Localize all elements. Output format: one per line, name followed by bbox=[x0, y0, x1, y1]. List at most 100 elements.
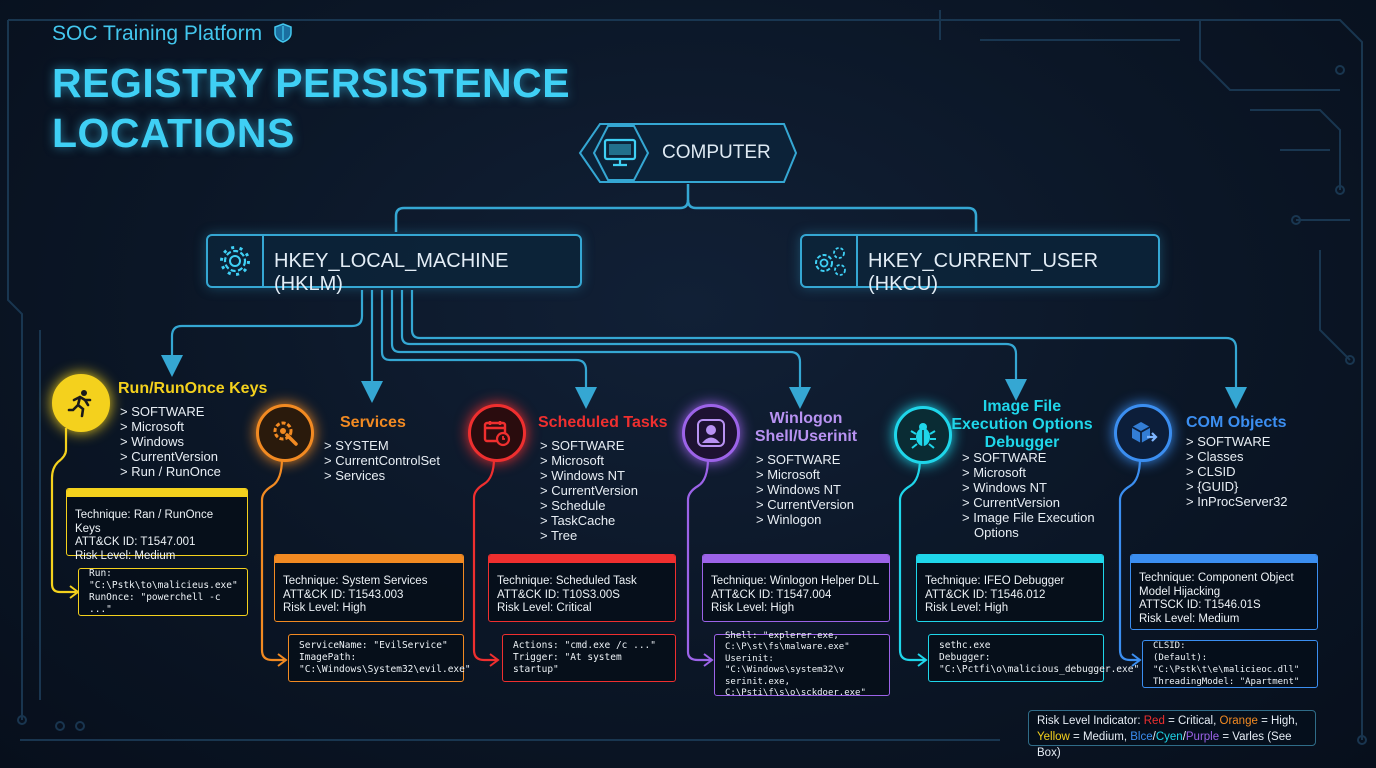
risk-level: Risk Level: High bbox=[283, 602, 367, 614]
path-segment: Windows bbox=[120, 434, 221, 449]
page-title-line-1: REGISTRY PERSISTENCE bbox=[52, 60, 571, 106]
example-line: Shell: "explerer.exe, bbox=[725, 630, 839, 641]
hklm-node: HKEY_LOCAL_MACHINE (HKLM) bbox=[206, 234, 582, 295]
gear-wrench-icon bbox=[256, 404, 314, 462]
legend-yellow-text: = Medium, bbox=[1073, 731, 1128, 743]
risk-level: Risk Level: Medium bbox=[75, 549, 176, 562]
location-title: Services bbox=[340, 414, 406, 431]
path-segment: Image File Execution Options bbox=[962, 510, 1108, 540]
technique-name: Technique: System Services bbox=[283, 575, 428, 587]
path-segment: CurrentControlSet bbox=[324, 453, 440, 468]
example-line: Debugger: bbox=[939, 652, 991, 663]
risk-level: Risk Level: High bbox=[711, 602, 795, 614]
example-line: ThreadingModel: "Apartment" bbox=[1153, 677, 1300, 687]
registry-path: SOFTWARE Classes CLSID {GUID} InProcServ… bbox=[1186, 434, 1288, 509]
calendar-clock-icon bbox=[468, 404, 526, 462]
page-title-line-2: LOCATIONS bbox=[52, 110, 295, 156]
technique-name: Technique: Winlogon Helper DLL bbox=[711, 575, 880, 587]
legend-orange: Orange bbox=[1219, 715, 1258, 727]
attack-id: ATT&CK ID: T1546.012 bbox=[925, 588, 1046, 601]
example-line: Actions: "cmd.exe /c ..." bbox=[513, 640, 656, 651]
path-segment: SOFTWARE bbox=[1186, 434, 1288, 449]
technique-name: Technique: IFEO Debugger bbox=[925, 575, 1065, 587]
example-box: Shell: "explerer.exe, C:\P\st\fs\malware… bbox=[714, 630, 890, 698]
example-box: ServiceName: "EvilService" ImagePath: "C… bbox=[288, 634, 471, 682]
legend-orange-text: = High, bbox=[1261, 715, 1298, 727]
path-segment: Windows NT bbox=[540, 468, 638, 483]
registry-path: SOFTWARE Microsoft Windows NT CurrentVer… bbox=[756, 452, 854, 527]
location-title: COM Objects bbox=[1186, 414, 1287, 431]
monitor-icon bbox=[603, 138, 637, 167]
path-segment: CurrentVersion bbox=[756, 497, 854, 512]
attack-id: ATT&CK ID: T10S3.00S bbox=[497, 588, 620, 601]
registry-path: SOFTWARE Microsoft Windows CurrentVersio… bbox=[120, 404, 221, 479]
example-line: ServiceName: "EvilService" bbox=[299, 640, 448, 651]
technique-name: Technique: Component Object Model Hijack… bbox=[1139, 572, 1294, 598]
shield-icon bbox=[274, 23, 292, 43]
example-box: sethc.exe Debugger: "C:\Pctfi\o\maliciou… bbox=[928, 634, 1140, 682]
example-line: C:\P\st\fs\malware.exe" bbox=[725, 642, 850, 652]
path-segment: Schedule bbox=[540, 498, 638, 513]
path-segment: Classes bbox=[1186, 449, 1288, 464]
bug-icon bbox=[894, 406, 952, 464]
example-line: RunOnce: "powerchell -c ..." bbox=[89, 592, 227, 615]
example-line: "C:\Windows\System32\evil.exe" bbox=[299, 664, 471, 675]
example-line: sethc.exe bbox=[939, 640, 991, 651]
legend-end-text: = Varles (See Box) bbox=[1037, 731, 1292, 759]
path-segment: SYSTEM bbox=[324, 438, 440, 453]
risk-level: Risk Level: High bbox=[925, 602, 1009, 614]
registry-path: SOFTWARE Microsoft Windows NT CurrentVer… bbox=[962, 450, 1108, 540]
location-title: Run/RunOnce Keys bbox=[118, 380, 268, 397]
attack-id: ATT&CK ID: T1547.001 bbox=[75, 536, 196, 548]
path-segment: Winlogon bbox=[756, 512, 854, 527]
location-title: Winlogon Shell/Userinit bbox=[754, 410, 858, 445]
path-segment: Tree bbox=[540, 528, 638, 543]
gear-icon bbox=[208, 236, 264, 286]
legend-cyan: Cyen bbox=[1155, 731, 1183, 743]
attack-id: ATTSCK ID: T1546.01S bbox=[1139, 599, 1261, 611]
path-segment: Microsoft bbox=[120, 419, 221, 434]
example-box: Run: "C:\Pstk\to\malicieus.exe" RunOnce:… bbox=[78, 568, 248, 616]
example-line: ImagePath: bbox=[299, 652, 357, 663]
risk-legend: Risk Level Indicator: Red = Critical, Or… bbox=[1028, 710, 1316, 759]
risk-level: Risk Level: Critical bbox=[497, 602, 592, 614]
path-segment: {GUID} bbox=[1186, 479, 1288, 494]
legend-prefix: Risk Level Indicator: bbox=[1037, 715, 1141, 727]
technique-box: Technique: Scheduled Task ATT&CK ID: T10… bbox=[488, 554, 676, 622]
path-segment: Microsoft bbox=[962, 465, 1108, 480]
brand-header: SOC Training Platform bbox=[52, 22, 292, 46]
technique-box: Technique: Component Object Model Hijack… bbox=[1130, 554, 1318, 630]
path-segment: SOFTWARE bbox=[756, 452, 854, 467]
user-icon bbox=[682, 404, 740, 462]
running-person-icon bbox=[52, 374, 110, 432]
technique-box: Technique: Winlogon Helper DLL ATT&CK ID… bbox=[702, 554, 890, 622]
legend-red-text: = Critical, bbox=[1168, 715, 1217, 727]
hkcu-label: HKEY_CURRENT_USER (HKCU) bbox=[868, 250, 1099, 295]
legend-yellow: Yellow bbox=[1037, 731, 1070, 743]
package-arrow-icon bbox=[1114, 404, 1172, 462]
hkcu-node: HKEY_CURRENT_USER (HKCU) bbox=[800, 234, 1160, 295]
path-segment: SOFTWARE bbox=[962, 450, 1108, 465]
computer-label: COMPUTER bbox=[662, 142, 771, 163]
path-segment: CurrentVersion bbox=[120, 449, 221, 464]
brand-label: SOC Training Platform bbox=[52, 22, 263, 45]
path-segment: Windows NT bbox=[962, 480, 1108, 495]
technique-box: Technique: Ran / RunOnce Keys ATT&CK ID:… bbox=[66, 488, 248, 562]
hklm-label: HKEY_LOCAL_MACHINE (HKLM) bbox=[274, 250, 509, 295]
path-segment: Microsoft bbox=[756, 467, 854, 482]
legend-blue: Blce bbox=[1130, 731, 1153, 743]
risk-level: Risk Level: Medium bbox=[1139, 612, 1240, 625]
attack-id: ATT&CK ID: T1543.003 bbox=[283, 588, 404, 601]
example-line: "C:\Pctfi\o\malicious_debugger.exe" bbox=[939, 664, 1140, 675]
example-line: serinit.exe, C:\Psti\f\s\o\sckdoer.exe" bbox=[725, 676, 866, 699]
attack-id: ATT&CK ID: T1547.004 bbox=[711, 588, 832, 601]
path-segment: TaskCache bbox=[540, 513, 638, 528]
example-box: Actions: "cmd.exe /c ..." Trigger: "At s… bbox=[502, 634, 676, 682]
technique-box: Technique: IFEO Debugger ATT&CK ID: T154… bbox=[916, 554, 1104, 622]
gears-icon bbox=[802, 236, 858, 286]
technique-name: Technique: Scheduled Task bbox=[497, 575, 637, 587]
legend-red: Red bbox=[1143, 715, 1165, 727]
path-segment: CurrentVersion bbox=[540, 483, 638, 498]
registry-path: SYSTEM CurrentControlSet Services bbox=[324, 438, 440, 483]
